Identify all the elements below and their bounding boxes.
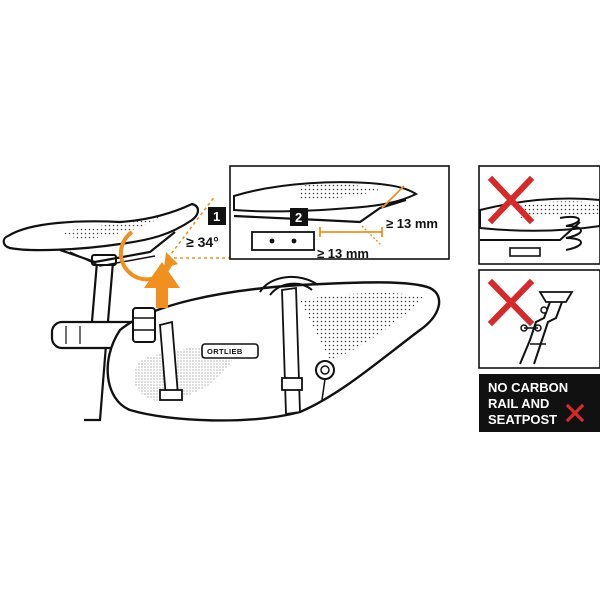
no-suspension-seatpost-panel bbox=[478, 269, 600, 369]
warning-line-2: RAIL AND bbox=[488, 396, 549, 411]
main-scene: ORTLIEB 1 ≥ 34° bbox=[2, 195, 441, 422]
warning-line-3: SEATPOST bbox=[488, 412, 557, 427]
step-1-badge: 1 bbox=[208, 207, 226, 225]
cross-icon bbox=[487, 175, 535, 225]
clearance-horizontal-label: ≥ 13 mm bbox=[317, 246, 369, 261]
no-carbon-warning-panel: NO CARBON RAIL AND SEATPOST bbox=[479, 374, 600, 432]
bag-mount-clamp bbox=[132, 307, 156, 343]
saddle bbox=[2, 202, 200, 267]
warning-line-1: NO CARBON bbox=[488, 380, 568, 395]
step-2-detail-panel: 2 ≥ 13 mm ≥ 13 mm bbox=[229, 165, 450, 261]
angle-label: ≥ 34° bbox=[186, 234, 219, 250]
rotate-arrow-icon bbox=[118, 230, 178, 282]
step-2-number: 2 bbox=[295, 210, 302, 225]
saddle-bag: ORTLIEB bbox=[106, 275, 441, 422]
step-1-number: 1 bbox=[213, 209, 220, 224]
clearance-vertical-label: ≥ 13 mm bbox=[386, 216, 438, 231]
no-sprung-saddle-panel bbox=[478, 165, 600, 265]
cross-icon bbox=[487, 278, 535, 327]
cross-icon bbox=[565, 403, 585, 423]
bag-brand-label: ORTLIEB bbox=[207, 347, 243, 356]
up-arrow-icon bbox=[144, 262, 180, 308]
